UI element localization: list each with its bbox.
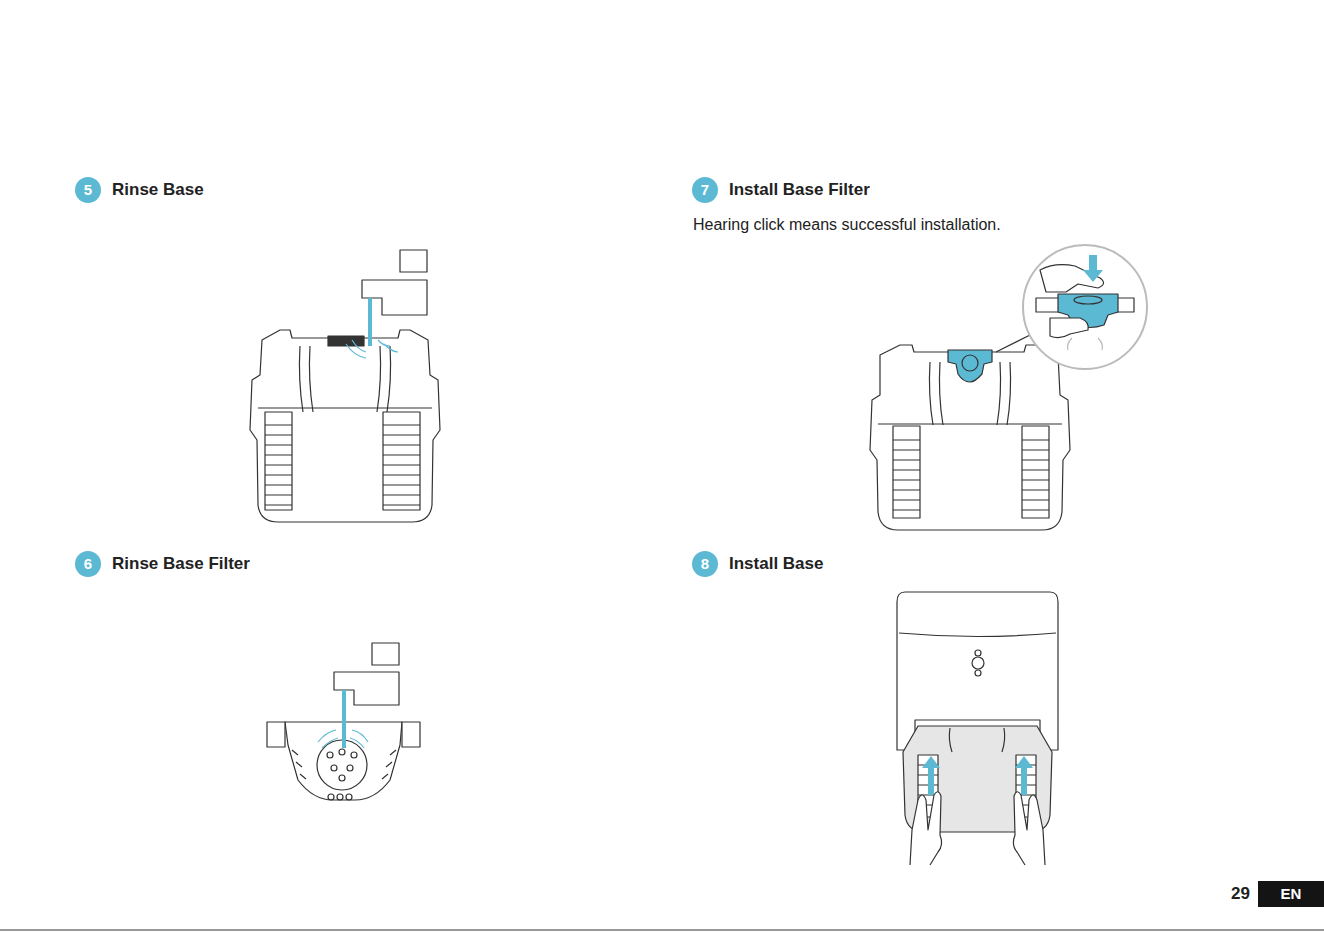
step-heading: Rinse Base Filter: [112, 551, 250, 577]
step-badge: 6Rinse Base Filter: [75, 551, 101, 577]
step-badge: 5Rinse Base: [75, 177, 101, 203]
language-tab: EN: [1258, 881, 1324, 907]
instruction-note: Hearing click means successful installat…: [693, 216, 1001, 234]
page-number: 29: [1231, 881, 1250, 907]
step-number: 5: [75, 177, 101, 203]
language-code: EN: [1281, 885, 1302, 902]
step-heading: Install Base Filter: [729, 177, 870, 203]
base-illustration: [250, 250, 440, 522]
step-heading: Rinse Base: [112, 177, 204, 203]
step-heading: Install Base: [729, 551, 824, 577]
step-badge: 7Install Base Filter: [692, 177, 718, 203]
step-badge: 8Install Base: [692, 551, 718, 577]
install-base-illustration: [897, 592, 1058, 865]
filter-illustration: [267, 643, 420, 800]
step-number: 7: [692, 177, 718, 203]
step-number: 6: [75, 551, 101, 577]
install-filter-illustration: [870, 245, 1147, 530]
page-bottom-rule: [0, 930, 1324, 931]
step-number: 8: [692, 551, 718, 577]
